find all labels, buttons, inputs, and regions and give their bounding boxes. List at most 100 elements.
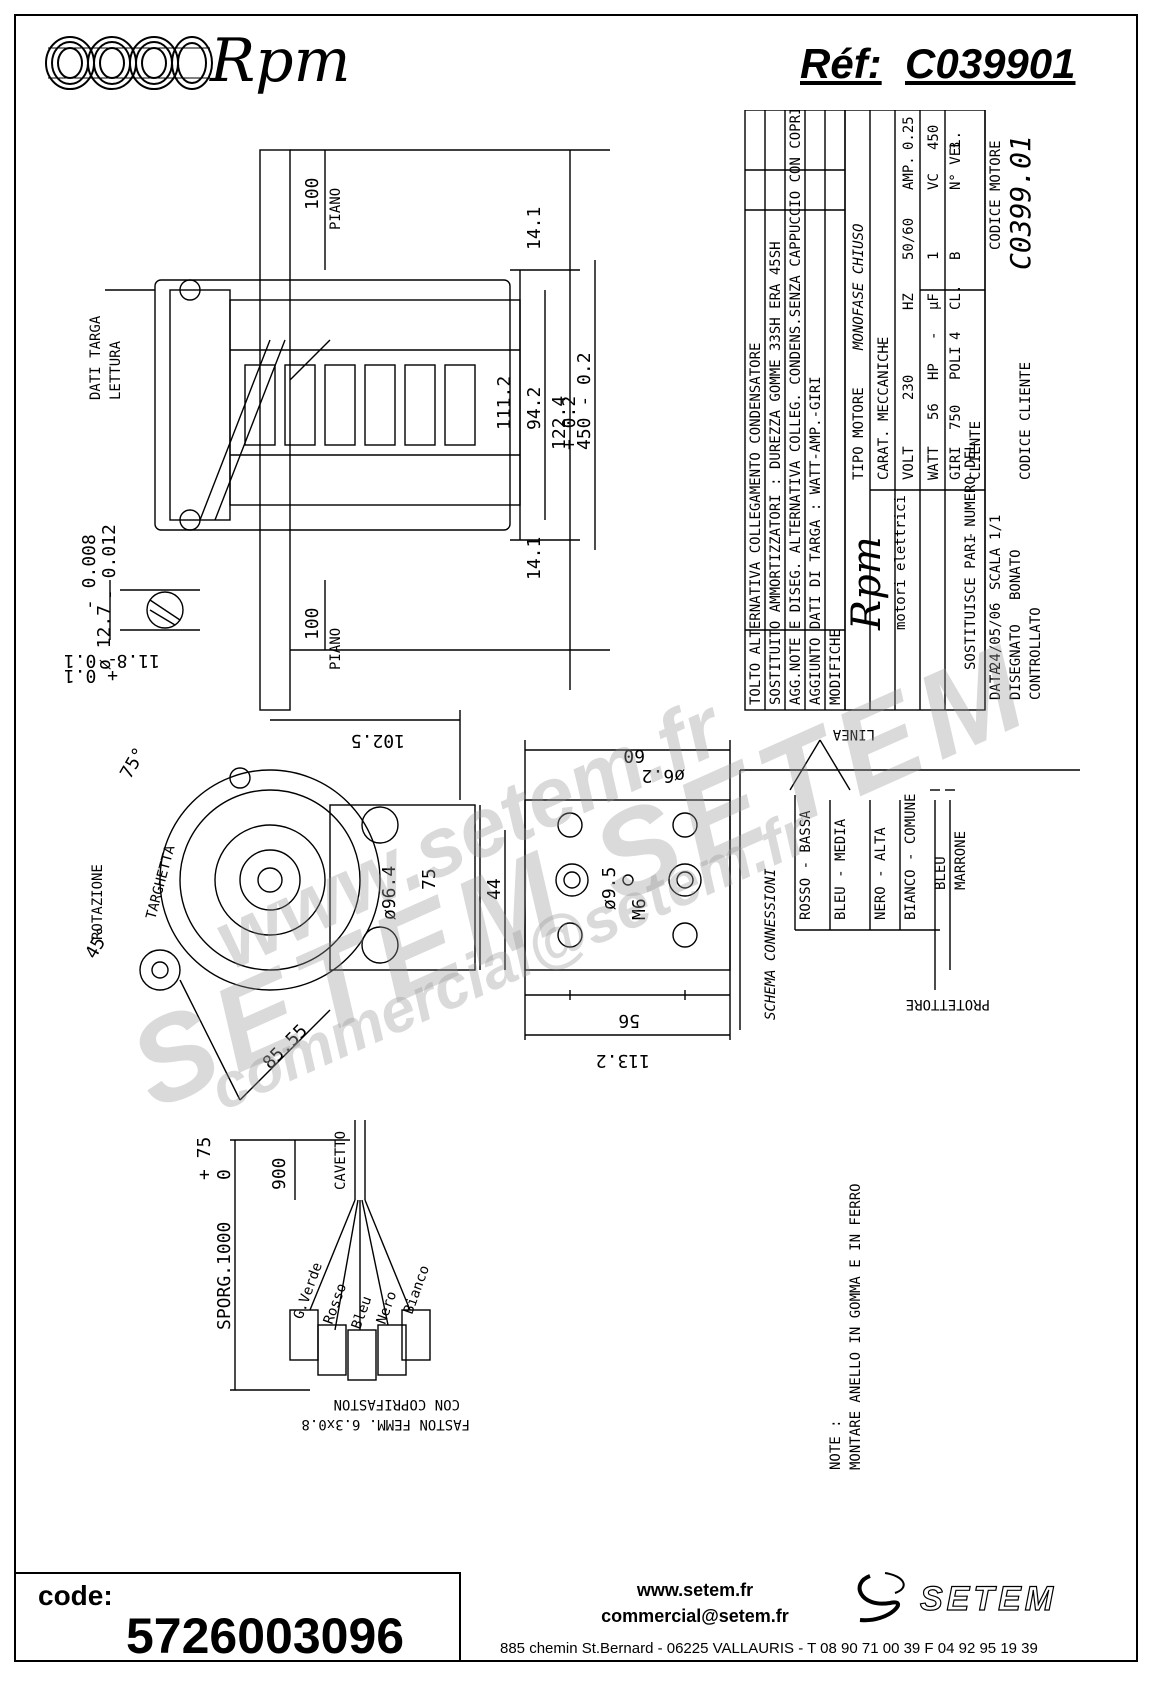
spec-giri-v: 750 (948, 405, 964, 430)
wire-nero: Nero (374, 1289, 401, 1326)
terminal-box (169, 289, 231, 521)
dim-122-4: 122.4 (549, 396, 570, 450)
wire-verde: G.Verde (291, 1260, 326, 1321)
dim-450-tol: + 0.2 (559, 396, 580, 450)
dim-900: 900 (269, 1157, 290, 1190)
rpm-logo-text: Rpm (210, 26, 351, 96)
label-rotazione: ROTAZIONE (90, 864, 106, 940)
conn-nero: NERO - ALTA (873, 827, 889, 920)
code-box: code: 5726003096 (14, 1572, 461, 1662)
label-protettore: PROTETTORE (906, 996, 990, 1012)
motor-body (154, 279, 511, 531)
setem-logo: SETEM (857, 1572, 1057, 1623)
dim-60: 60 (623, 745, 645, 766)
stator (229, 299, 521, 506)
spec-hz-v: 50/60 (901, 218, 917, 260)
spec-hp: HP (926, 363, 942, 380)
label-dati-targa: DATI TARGA (88, 315, 104, 400)
controllato-label: CONTROLLATO (1028, 607, 1044, 700)
tipo-motore-label: TIPO MOTORE (851, 387, 867, 480)
spec-poli-v: 4 (948, 332, 964, 340)
spec-cl-v: B (948, 252, 964, 260)
codice-cliente-label: CODICE CLIENTE (1018, 362, 1034, 480)
carat-value: - (876, 342, 892, 350)
disegnato-value: BONATO (1008, 549, 1024, 600)
label-note-text: MONTARE ANELLO IN GOMMA E IN FERRO (848, 1183, 864, 1470)
technical-drawing: DATI TARGA LETTURA PIANO PIANO ROTAZIONE… (64, 110, 1080, 1470)
disegnato-label: DISEGNATO (1008, 624, 1024, 700)
dim-9-5: ø9.5 (599, 867, 620, 910)
dim-sporg-tol-plus: + 75 (194, 1137, 215, 1180)
spec-hp-v: - (926, 332, 942, 340)
label-linea: LINEA (832, 726, 875, 742)
label-note-title: NOTE : (828, 1419, 844, 1470)
spec-amp: AMP. (901, 156, 917, 190)
dim-450: 450 - 0.2 (574, 352, 595, 450)
sostituisce-value: - (963, 532, 979, 540)
conn-rosso: ROSSO - BASSA (798, 810, 814, 920)
setem-logo-text: SETEM (920, 1580, 1057, 1618)
data-value: 24/05/06 (988, 603, 1004, 670)
label-cavetto: CAVETTO (333, 1131, 349, 1190)
tipo-motore: MONOFASE CHIUSO (851, 224, 867, 351)
rev-4: TOLTO ALTERNATIVA COLLEGAMENTO CONDENSAT… (748, 343, 764, 705)
scala-label: SCALA (988, 547, 1004, 590)
spec-giri: GIRI (948, 446, 964, 480)
dim-angle-45: 45° (81, 924, 115, 963)
label-lettura: LETTURA (108, 340, 124, 400)
shaft (259, 149, 291, 711)
spec-nvel: N° VEL. (948, 131, 964, 190)
dim-102-5: 102.5 (351, 730, 405, 751)
email-link[interactable]: commercial@setem.fr (601, 1606, 789, 1626)
rev-2: AGG.NOTE E DISEG. ALTERNATIVA COLLEG. CO… (788, 110, 804, 705)
codice-motore-label: CODICE MOTORE (988, 140, 1004, 250)
dim-flat-tol-a: - 0.1 (64, 650, 118, 671)
dim-sporg-tol-zero: 0 (214, 1169, 235, 1180)
dim-flat: 11.8 (117, 650, 160, 671)
dim-shaft-tol-b: - 0.012 (99, 524, 120, 600)
label-piano-top: PIANO (328, 188, 344, 230)
conn-marrone: MARRONE (953, 831, 969, 890)
conn-bleu: BLEU - MEDIA (833, 818, 849, 920)
dim-96-4: ø96.4 (379, 866, 400, 920)
scala-value: 1/1 (988, 515, 1004, 540)
dim-angle-75: 75° (116, 744, 150, 783)
spec-uf: µF (926, 293, 942, 310)
rpm-logo (45, 36, 213, 90)
dim-14-1-bottom: 14.1 (524, 537, 545, 580)
codice-motore: C0399.01 (1004, 135, 1037, 270)
code-value: 5726003096 (126, 1608, 405, 1664)
dim-85-55: 85.55 (259, 1020, 312, 1073)
spec-uf-v: 1 (926, 252, 942, 260)
label-faston: FASTON FEMM. 6.3x0.8 (301, 1416, 470, 1432)
spec-cl: CL. (948, 285, 964, 310)
rev-1: AGGIUNTO DATI DI TARGA : WATT-AMP.-GIRI (808, 376, 824, 705)
conn-bianco: BIANCO - COMUNE (903, 794, 919, 920)
dim-75: 75 (419, 868, 440, 890)
motor-front (159, 769, 381, 991)
spec-watt: WATT (926, 446, 942, 480)
label-copri-faston: CON COPRIFASTON (334, 1396, 460, 1412)
sostituisce-label: SOSTITUISCE PARI NUMERO DEL (963, 442, 979, 670)
dim-flat-tol-b: + 0.1 (64, 665, 118, 686)
dim-100-top: 100 (302, 177, 323, 210)
spec-volt: VOLT (901, 446, 917, 480)
dim-14-1-top: 14.1 (524, 207, 545, 250)
wire-bianco: Bianco (401, 1263, 433, 1316)
dim-44: 44 (484, 878, 505, 900)
data-label: DATA (988, 666, 1004, 700)
tb-company: Rpm (844, 536, 890, 631)
code-label: code: (38, 1580, 113, 1611)
dim-shaft-dia: ø 12.7 (94, 605, 115, 670)
website-link[interactable]: www.setem.fr (636, 1580, 754, 1600)
conn-bleu2: BLEU (933, 856, 949, 890)
spec-volt-v: 230 (901, 375, 917, 400)
spec-vc: VC (926, 173, 942, 190)
spec-amp-v: 0.25 (901, 116, 917, 150)
label-schema: SCHEMA CONNESSIONI (763, 868, 779, 1020)
label-targhetta: TARGHETTA (143, 843, 178, 921)
cliente-label: CLIENTE (968, 421, 984, 480)
reference-code: Réf: C039901 (800, 40, 1076, 87)
label-piano-bottom: PIANO (328, 628, 344, 670)
dim-94-2: 94.2 (524, 387, 545, 430)
